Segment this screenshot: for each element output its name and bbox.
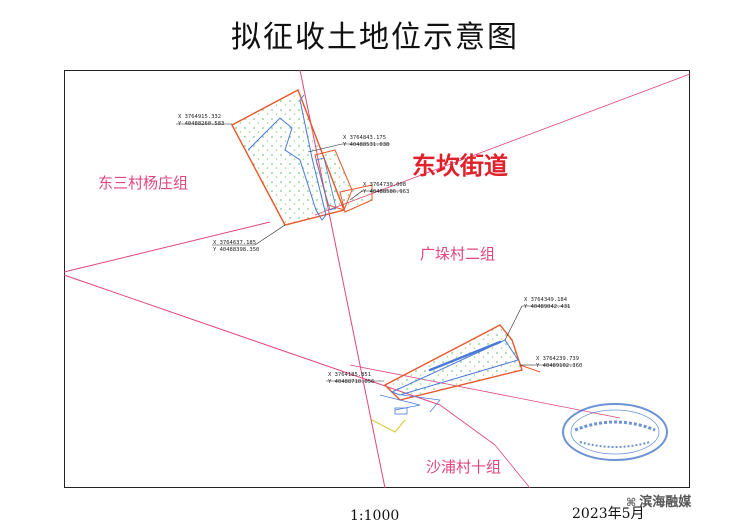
road-south [439, 404, 496, 446]
village-label-mid: 广垛村二组 [420, 245, 496, 263]
village-label-west: 东三村杨庄组 [98, 174, 189, 192]
road-bottom [494, 444, 531, 489]
map-scale: 1:1000 [350, 508, 400, 524]
map-date: 2023年5月 [572, 506, 645, 522]
village-label-south: 沙浦村十组 [426, 458, 502, 476]
watermark-logo-icon: ⌘ [626, 496, 637, 509]
watermark: ⌘滨海融媒 [626, 495, 692, 510]
official-stamp [562, 403, 668, 461]
south-parcel [383, 324, 523, 401]
road-east [314, 73, 691, 216]
map-frame [64, 70, 690, 488]
road-west [63, 221, 271, 273]
north-parcel-extension [339, 184, 373, 213]
road-southwest [63, 274, 441, 406]
road-southeast [349, 364, 621, 419]
north-blue-feature [247, 94, 327, 221]
street-label: 东坎街道 [412, 151, 508, 180]
south-blue-feature [390, 339, 519, 396]
map-title: 拟征收土地位示意图 [231, 20, 519, 55]
